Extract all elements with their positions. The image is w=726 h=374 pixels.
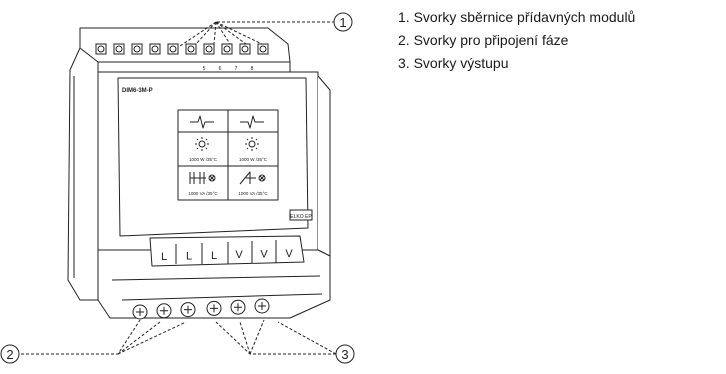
terminal-label: L [186,250,192,262]
model-label: DIM6-3M-P [122,88,153,94]
channel-2-resistive-rating: 1000 W /35°C [239,157,268,162]
top-terminal-screw [223,45,231,53]
top-terminal-slot [149,43,161,55]
legend-item-3: 3. Svorky výstupu [398,55,509,71]
top-terminal-number: 5 [203,66,206,72]
terminal-label: L [161,251,167,263]
terminal-label: V [285,248,293,260]
top-terminal-slots [95,43,269,55]
top-terminal-slot [203,43,215,55]
callout-2-marker: 2 [0,344,20,364]
transformer-symbol-1 [189,172,216,184]
callout-1-leaders [179,21,335,47]
legend-item-2: 2. Svorky pro připojení fáze [398,32,569,48]
top-terminal-slot [113,43,125,55]
callout-1-marker: 1 [333,12,353,32]
lower-housing [97,249,331,319]
brand-logo: ELKO EP [290,214,312,220]
callout-1-number: 1 [339,15,346,30]
lower-terminal-screw-head [160,306,168,315]
terminal-label: V [260,249,268,261]
terminal-label: L [211,250,217,262]
top-terminal-slot [167,43,179,55]
top-terminal-screw [115,45,123,53]
callout-3-marker: 3 [335,344,355,364]
top-terminal-screw [151,45,159,53]
top-terminal-slot [131,43,143,55]
wave-symbol-2 [240,115,264,129]
top-terminal-screw [241,45,249,53]
left-rail [67,47,99,301]
top-terminal-screw [259,45,267,53]
top-terminal-numbers: 5 6 7 8 [203,66,254,72]
top-terminal-slot [95,43,107,55]
lower-terminal-screw-head [136,308,144,316]
terminal-label-strip [149,235,305,267]
top-terminal-number: 7 [235,66,238,72]
legend-item-1: 1. Svorky sběrnice přídavných modulů [398,9,636,25]
callout-3-number: 3 [341,347,348,362]
channel-2-inductive-rating: 1000 VA /35°C [238,191,268,196]
callout-2-number: 2 [6,347,13,362]
lower-terminal-screw-head [258,302,266,310]
top-terminal-screw [169,45,177,53]
terminal-label: V [235,249,243,261]
callout-3-leaders [215,319,337,355]
bulb-symbol-1 [195,137,209,151]
top-terminal-screw [133,45,141,53]
wave-symbol-1 [190,115,214,129]
top-terminal-screw [205,45,213,53]
lower-screw-terminals [132,298,270,320]
top-terminal-slot [257,43,269,55]
lower-terminal-screw-head [210,304,218,313]
callout-2-leaders [16,319,187,355]
channel-1-inductive-rating: 1000 VA /35°C [188,191,218,196]
brand-logo-box [289,209,313,221]
legend: 1. Svorky sběrnice přídavných modulů 2. … [398,6,635,75]
top-terminal-number: 6 [219,66,222,72]
transformer-symbol-2 [239,171,266,185]
lower-terminal-screw-head [184,305,192,314]
lower-terminal-screw-head [234,303,242,312]
top-terminal-slot [239,43,251,55]
top-terminal-slot [185,43,197,55]
channel-1-resistive-rating: 1000 W /35°C [189,157,218,162]
top-terminal-screw [187,45,195,53]
top-terminal-screw [97,45,105,53]
top-terminal-slot [221,43,233,55]
bulb-symbol-2 [245,137,259,151]
top-terminal-number: 8 [251,66,254,72]
